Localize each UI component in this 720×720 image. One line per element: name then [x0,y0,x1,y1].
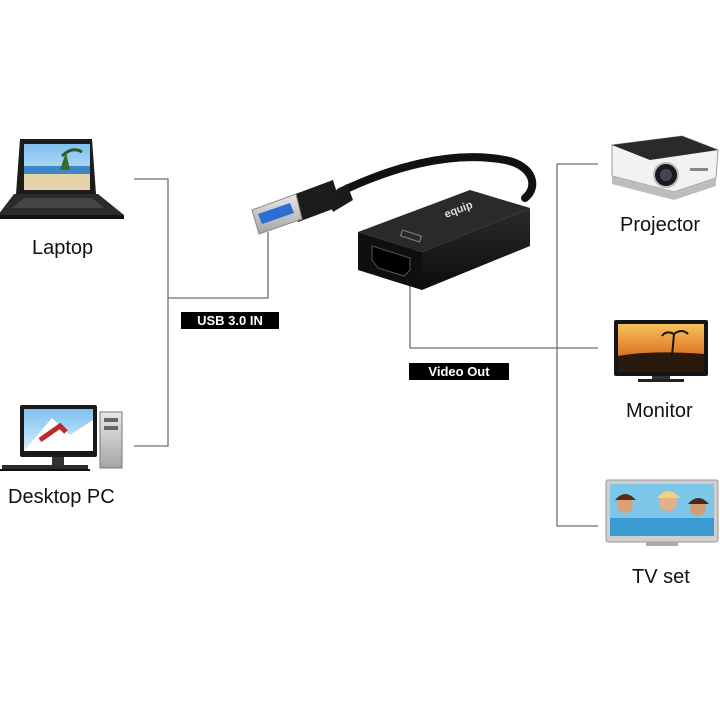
hdmi-port-marking [399,229,423,243]
usb-hdmi-adapter [251,153,537,290]
usb-in-tag-text: USB 3.0 IN [197,313,263,328]
video-out-wire [409,283,598,349]
desktop-pc-label: Desktop PC [8,486,115,508]
display-bus-wire [556,163,598,527]
desktop-wire [134,298,169,447]
monitor-icon [614,320,708,382]
connection-lines [134,163,598,527]
laptop-wire [134,178,169,298]
usb-in-tag: USB 3.0 IN [181,312,279,329]
laptop-label: Laptop [32,237,93,259]
projector-label: Projector [620,214,700,236]
tv-set-icon [605,479,719,546]
tv-set-label: TV set [632,566,690,588]
video-out-tag-text: Video Out [428,364,490,379]
monitor-label: Monitor [626,400,693,422]
projector-icon [611,135,719,200]
desktop-pc-icon [0,405,123,471]
video-out-tag: Video Out [409,363,509,380]
laptop-icon [0,139,124,219]
usb-in-wire [168,232,269,299]
